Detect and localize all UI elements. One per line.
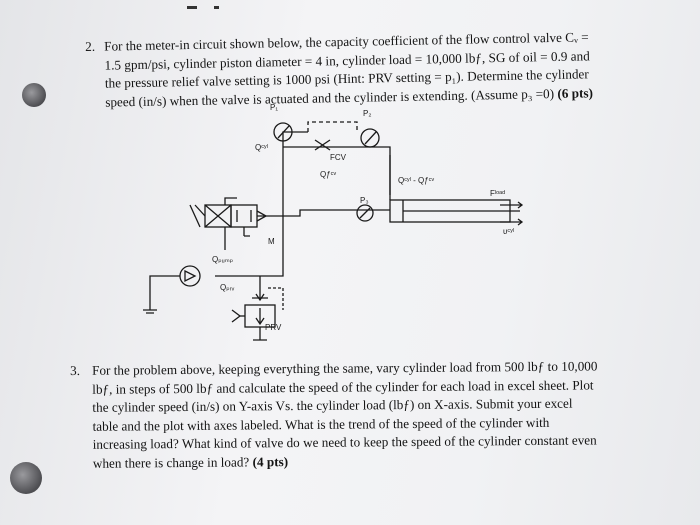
pressure-line bbox=[215, 131, 308, 277]
label-m: M bbox=[268, 237, 275, 246]
pump-suction-line bbox=[149, 275, 180, 310]
points-label: (4 pts) bbox=[252, 454, 289, 470]
label-q-fcv: Qƒᶜᵛ bbox=[320, 170, 337, 179]
prv-pilot-line bbox=[268, 287, 284, 310]
pump-triangle bbox=[184, 269, 197, 283]
cylinder-line bbox=[257, 209, 390, 217]
binder-hole bbox=[10, 462, 42, 494]
label-f-load: Fˡᵒᵃᵈ bbox=[490, 189, 505, 198]
label-prv: PRV bbox=[265, 323, 282, 332]
gauge-p1 bbox=[273, 122, 293, 142]
page-mark bbox=[214, 6, 219, 9]
binder-hole bbox=[22, 83, 46, 107]
prv-arrow bbox=[255, 293, 265, 302]
gauge-needle bbox=[364, 131, 377, 145]
fcv-symbol bbox=[314, 139, 331, 151]
label-q-pump: Qₚᵤₘₚ bbox=[212, 255, 233, 264]
label-p1: P₁ bbox=[270, 103, 278, 112]
label-q-cyl: Qᶜʸˡ bbox=[255, 143, 268, 152]
text-line-content: when there is change in load? bbox=[92, 454, 250, 471]
force-arrow bbox=[500, 201, 524, 209]
label-fcv: FCV bbox=[330, 153, 347, 162]
dcv-port-lines bbox=[224, 197, 237, 205]
question-text: For the problem above, keeping everythin… bbox=[92, 357, 598, 473]
pilot-line bbox=[307, 121, 358, 132]
question-number: 3. bbox=[70, 362, 81, 378]
velocity-arrow bbox=[500, 218, 524, 226]
label-p3: P₃ bbox=[360, 196, 369, 205]
page-mark bbox=[187, 6, 197, 9]
dcv-box bbox=[230, 204, 258, 228]
label-p2: P₂ bbox=[363, 109, 371, 118]
prv-tank bbox=[253, 327, 267, 341]
reservoir-symbol bbox=[143, 309, 157, 314]
gauge-p2 bbox=[360, 128, 380, 148]
dcv-actuator bbox=[189, 204, 206, 228]
gauge-needle bbox=[277, 125, 290, 139]
prv-spring bbox=[231, 309, 242, 323]
dcv-arrows bbox=[236, 210, 252, 222]
pump-circle bbox=[179, 265, 201, 287]
dcv-cross bbox=[204, 204, 232, 228]
label-v-cyl: υᶜʸˡ bbox=[503, 227, 514, 236]
label-q-diff: Qᶜʸˡ - Qƒᶜᵛ bbox=[398, 176, 434, 185]
dcv-port-lines bbox=[224, 227, 250, 250]
gauge-p3 bbox=[356, 204, 374, 222]
prv-inner-arrow bbox=[255, 308, 265, 326]
label-q-prv: Qₚᵣᵥ bbox=[220, 283, 235, 292]
